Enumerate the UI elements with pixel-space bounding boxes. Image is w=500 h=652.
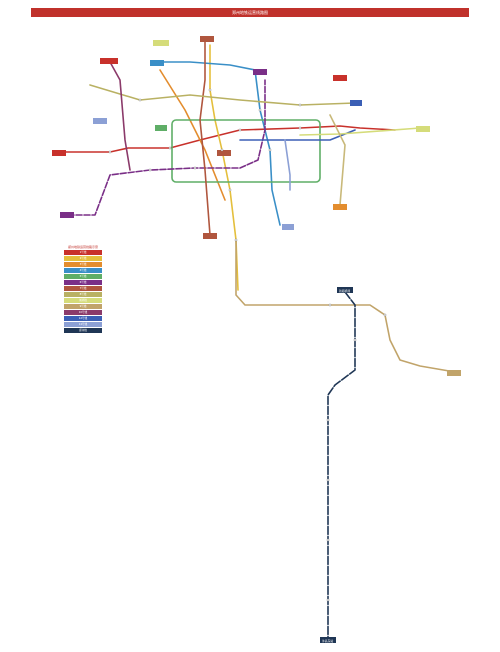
- legend-item: 1号线: [64, 250, 102, 255]
- legend-item: 城郊线: [64, 298, 102, 303]
- map-title: 郑州地铁运营线路图: [232, 10, 268, 15]
- terminal-labels: 新郑机场 许昌东站: [322, 289, 350, 643]
- legend-item: 6号线: [64, 280, 102, 285]
- terminal-label: 许昌东站: [322, 639, 333, 643]
- legend-item: 7号线: [64, 286, 102, 291]
- line-4: [159, 61, 281, 226]
- legend-item: 4号线: [64, 268, 102, 273]
- legend-item: 3号线: [64, 262, 102, 267]
- line-7: [199, 39, 211, 236]
- line-10: [109, 61, 131, 171]
- legend-title: 郑州地铁运营线路示意: [67, 245, 98, 249]
- stations: [108, 88, 387, 602]
- legend-item: 2号线: [64, 256, 102, 261]
- legend-item: 5号线: [64, 274, 102, 279]
- legend-item: 9号线: [64, 304, 102, 309]
- legend-item: 8号线: [64, 292, 102, 297]
- terminal-label: 新郑机场: [339, 289, 350, 293]
- title-bar: 郑州地铁运营线路图: [31, 8, 469, 17]
- line-1: [59, 125, 396, 153]
- line-3: [159, 69, 226, 201]
- line-east-loop: [329, 114, 346, 206]
- line-segments: [59, 39, 456, 639]
- line-5: [171, 119, 321, 183]
- legend-item: 10号线: [64, 310, 102, 315]
- terminal-tags: [52, 36, 461, 643]
- legend-item: 14号线: [64, 322, 102, 327]
- line-zhengxu: [327, 291, 356, 639]
- line-chengjiao: [299, 127, 421, 136]
- legend-item: 郑许线: [64, 328, 102, 333]
- line-9: [235, 239, 456, 373]
- line-8: [89, 84, 356, 106]
- legend-item: 12号线: [64, 316, 102, 321]
- line-14: [284, 139, 291, 191]
